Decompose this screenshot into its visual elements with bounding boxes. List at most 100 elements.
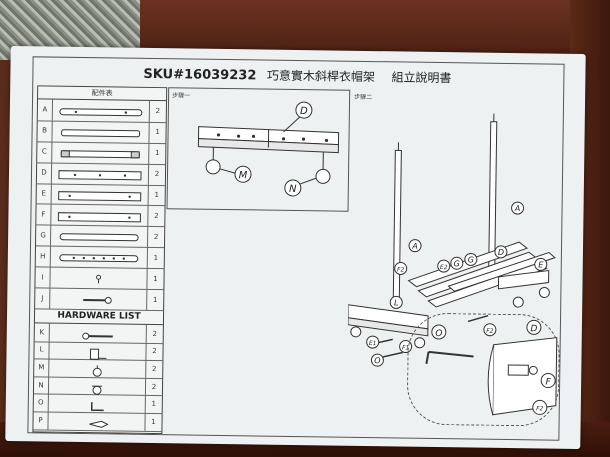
part-quantity: 2 (147, 163, 166, 185)
hardware-letter: M (34, 358, 50, 377)
detail-bar (487, 337, 558, 416)
step-one-callout-n: N (284, 177, 317, 197)
part-illustration (54, 249, 144, 265)
part-quantity: 2 (147, 205, 165, 227)
svg-text:F1: F1 (402, 344, 409, 351)
detail-callout-f2: F2 (532, 399, 548, 415)
callout-f2-bottom: F2 (483, 323, 497, 337)
svg-text:O: O (435, 329, 442, 339)
hardware-quantity: 2 (145, 360, 163, 378)
part-illustration (54, 228, 144, 244)
hardware-quantity: 2 (144, 377, 163, 396)
hardware-illustration (52, 379, 142, 395)
rack-base-left (347, 304, 429, 349)
svg-text:D: D (498, 248, 504, 257)
part-quantity: 1 (146, 289, 164, 311)
svg-text:G: G (468, 255, 474, 264)
hardware-letter: K (34, 323, 50, 342)
callout-e2: E2 (437, 259, 451, 273)
part-illustration (55, 186, 145, 202)
part-illustration (54, 207, 144, 223)
hardware-illustration (53, 327, 143, 340)
hardware-illustration (52, 344, 142, 360)
callout-e1: E1 (366, 335, 380, 349)
rack-pole-left (392, 142, 402, 301)
part-illustration (55, 144, 145, 160)
part-letter: H (35, 245, 51, 267)
part-letter: D (36, 162, 53, 184)
hardware-quantity: 1 (144, 412, 162, 431)
part-illustration (56, 103, 146, 119)
svg-text:A: A (411, 242, 418, 251)
part-letter: I (35, 266, 51, 288)
part-letter: F (36, 203, 52, 225)
callout-f2-top: F2 (394, 261, 408, 275)
svg-text:O: O (374, 356, 380, 365)
detail-callout-f: F (540, 373, 556, 389)
step-one-panel: 步驟一 (166, 87, 351, 212)
hardware-letter: O (33, 393, 49, 412)
detail-diagram: O D F F2 (425, 319, 558, 416)
step-one-diagram: D M N (197, 101, 340, 197)
step-one-callout-m: M (219, 165, 252, 183)
part-letter: J (35, 287, 51, 309)
part-illustration (55, 124, 145, 140)
step-one-caster-right (315, 152, 331, 184)
hardware-letter: N (33, 376, 50, 394)
svg-text:G: G (454, 259, 460, 268)
hardware-illustration (51, 415, 141, 428)
part-letter: A (37, 99, 54, 121)
part-quantity: 1 (148, 142, 166, 164)
callout-l: L (389, 295, 403, 309)
svg-text:A: A (514, 204, 521, 213)
step-two-label: 步驟二 (354, 93, 373, 102)
part-quantity: 1 (147, 184, 165, 206)
part-letter: C (37, 141, 53, 163)
product-name: 巧意實木斜桿衣帽架 (266, 68, 376, 85)
step-one-label: 步驟一 (172, 92, 191, 100)
part-quantity: 2 (148, 100, 167, 123)
detail-zoom-panel: O D F F2 (406, 312, 561, 427)
sku-number: SKU#16039232 (143, 66, 257, 84)
callout-a-top: A (511, 201, 525, 215)
part-illustration (53, 270, 143, 286)
part-letter: E (36, 182, 52, 205)
svg-text:F2: F2 (536, 405, 544, 412)
callout-g-two: G (464, 252, 478, 266)
step-one-bar-d (197, 126, 340, 154)
hardware-quantity: 2 (145, 342, 163, 361)
part-quantity: 1 (148, 121, 166, 143)
page-title: SKU#16039232 巧意實木斜桿衣帽架 組立說明書 (143, 65, 451, 86)
callout-f1-bottom: F1 (399, 340, 413, 354)
detail-callout-d: D (526, 319, 542, 335)
svg-text:E1: E1 (369, 340, 377, 347)
part-illustration (55, 165, 145, 181)
part-quantity: 1 (146, 268, 164, 290)
hardware-quantity: 1 (144, 395, 162, 414)
part-letter: B (37, 120, 53, 142)
svg-text:F: F (545, 378, 551, 388)
rack-base-right (497, 269, 550, 308)
detail-callout-o: O (431, 324, 447, 340)
hardware-list-title: HARDWARE LIST (34, 308, 164, 326)
part-quantity: 1 (146, 247, 164, 269)
rack-pole-right (488, 113, 498, 273)
part-quantity: 2 (146, 226, 165, 248)
svg-text:F2: F2 (486, 328, 494, 335)
part-letter: G (36, 224, 52, 246)
svg-text:M: M (239, 170, 248, 181)
svg-text:E: E (538, 260, 544, 269)
